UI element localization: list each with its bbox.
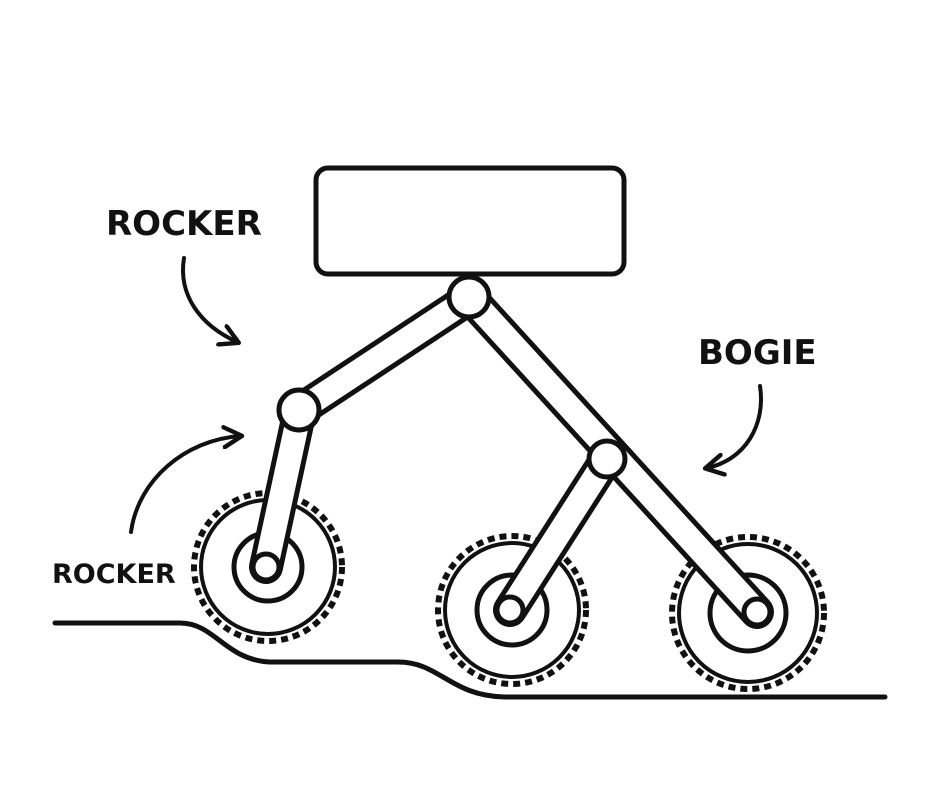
rover-body — [313, 165, 627, 277]
rocker-arm-lower — [249, 393, 317, 584]
rocker-arm-upper — [283, 281, 487, 427]
rocker-top-label: ROCKER — [106, 204, 262, 244]
bogie-arm — [493, 443, 623, 627]
rocker-knee-joint — [276, 387, 322, 433]
axle-middle — [494, 594, 526, 626]
terrain-line — [52, 620, 888, 700]
bogie-arrow — [707, 384, 763, 468]
bogie-label: BOGIE — [698, 333, 817, 373]
rocker-top-arrow — [181, 256, 237, 342]
bogie-pivot-joint — [586, 438, 628, 480]
rocker-left-arrow — [129, 436, 240, 534]
rocker-left-label: ROCKER — [52, 559, 176, 590]
body-pivot-joint — [446, 274, 492, 320]
axle-right — [741, 596, 773, 628]
axle-left — [250, 551, 282, 583]
